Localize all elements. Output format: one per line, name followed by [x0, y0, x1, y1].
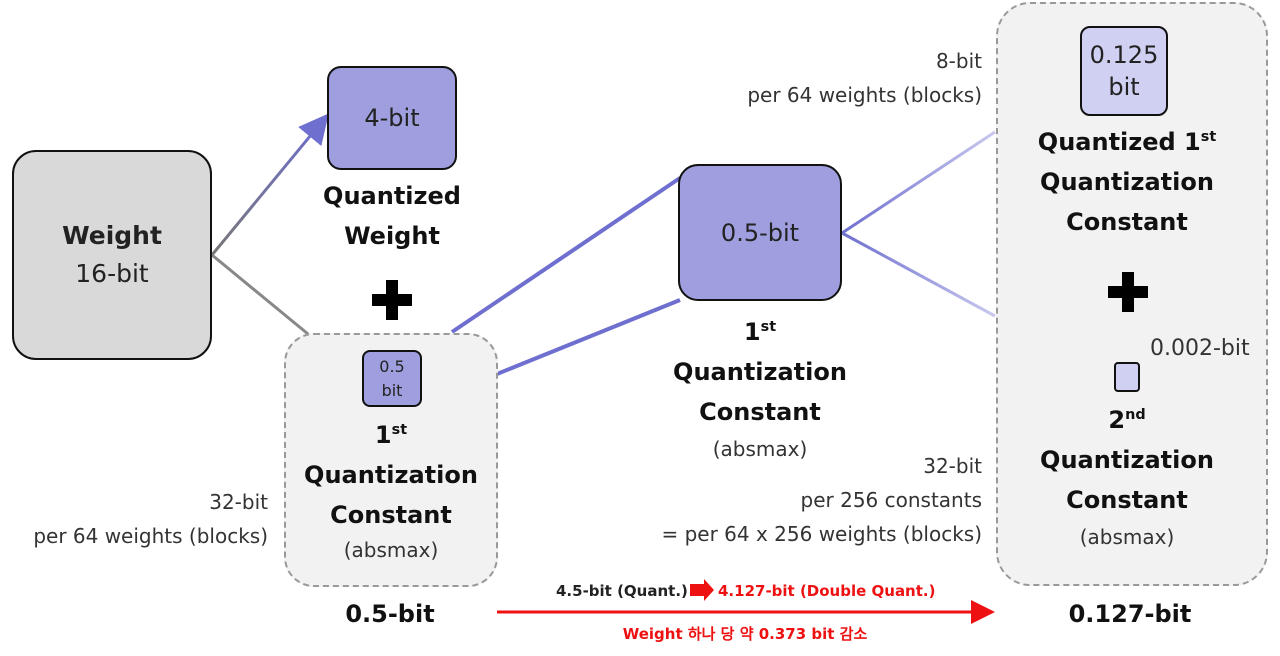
quantized-constant-value: 0.125	[1089, 41, 1159, 69]
first-constant-side-line1: 32-bit	[209, 490, 268, 514]
quantized-weight-value: 4-bit	[364, 104, 420, 132]
const-to-center-line-top	[450, 176, 682, 334]
second-constant-size: 0.002-bit	[1150, 336, 1250, 361]
first-constant-line2: Constant	[330, 501, 452, 529]
quantized-constant-label: Quantized 1st Quantization Constant	[1006, 122, 1248, 242]
quantized-weight-box: 4-bit	[327, 66, 457, 170]
center-constant-line1: Quantization	[673, 358, 847, 386]
reduction-after: 4.127-bit (Double Quant.)	[718, 582, 936, 600]
plus-icon	[372, 280, 412, 320]
center-constant-label: 1st Quantization Constant (absmax)	[640, 312, 880, 466]
center-top-side-line2: per 64 weights (blocks)	[747, 83, 982, 107]
center-bottom-side-line2: per 256 constants	[800, 488, 982, 512]
quantized-constant-label-line2: Quantization	[1040, 168, 1214, 196]
first-constant-side-text: 32-bit per 64 weights (blocks)	[0, 485, 268, 553]
quantized-constant-unit: bit	[1108, 73, 1140, 101]
center-constant-line2: Constant	[699, 398, 821, 426]
quantized-constant-label-line3: Constant	[1066, 208, 1188, 236]
plus-icon-right	[1108, 272, 1148, 312]
center-bottom-side-line1: 32-bit	[923, 454, 982, 478]
quantized-constant-box: 0.125 bit	[1080, 26, 1168, 116]
second-constant-mini-box	[1114, 362, 1140, 392]
weight-to-const-line	[211, 253, 309, 336]
weight-bits: 16-bit	[75, 259, 149, 288]
first-constant-label: 1st Quantization Constant (absmax)	[284, 415, 498, 565]
const-to-center-line-bottom	[496, 298, 681, 376]
center-bottom-side-text: 32-bit per 256 constants = per 64 x 256 …	[600, 449, 982, 551]
center-constant-value: 0.5-bit	[720, 218, 800, 247]
first-constant-line3: (absmax)	[343, 538, 439, 562]
second-constant-line1: Quantization	[1040, 446, 1214, 474]
first-constant-mini-box: 0.5 bit	[362, 350, 422, 407]
center-bottom-side-line3: = per 64 x 256 weights (blocks)	[661, 522, 982, 546]
quantized-weight-label-line2: Weight	[344, 222, 440, 250]
center-constant-box: 0.5-bit	[678, 164, 842, 301]
second-constant-ordinal: 2nd	[1108, 406, 1146, 434]
center-top-side-text: 8-bit per 64 weights (blocks)	[640, 44, 982, 112]
center-constant-ordinal: 1st	[743, 318, 777, 346]
quantized-constant-label-line1: Quantized 1st	[1037, 128, 1217, 156]
first-constant-total: 0.5-bit	[345, 600, 435, 628]
first-constant-mini-value: 0.5	[379, 356, 405, 376]
second-constant-line2: Constant	[1066, 486, 1188, 514]
center-to-double-line-top	[841, 130, 996, 235]
double-quant-total: 0.127-bit	[1068, 600, 1192, 628]
quantized-weight-label: Quantized Weight	[300, 176, 484, 256]
center-constant-line3: (absmax)	[712, 437, 808, 461]
reduction-note: Weight 하나 당 약 0.373 bit 감소	[622, 625, 868, 643]
weight-to-quantized-line	[210, 113, 329, 256]
center-top-side-line1: 8-bit	[935, 49, 982, 73]
weight-title: Weight	[62, 221, 162, 250]
first-constant-side-line2: per 64 weights (blocks)	[33, 524, 268, 548]
weight-box: Weight 16-bit	[12, 150, 212, 360]
second-constant-label: 2nd Quantization Constant (absmax)	[1006, 400, 1248, 554]
first-constant-line1: Quantization	[304, 461, 478, 489]
reduction-inline-arrow-icon	[690, 579, 714, 601]
first-constant-mini-unit: bit	[381, 380, 403, 400]
center-to-double-line-bottom	[841, 231, 996, 318]
reduction-before: 4.5-bit (Quant.)	[556, 582, 688, 600]
quantized-weight-label-line1: Quantized	[323, 182, 461, 210]
second-constant-line3: (absmax)	[1079, 525, 1175, 549]
first-constant-ordinal: 1st	[374, 421, 408, 449]
